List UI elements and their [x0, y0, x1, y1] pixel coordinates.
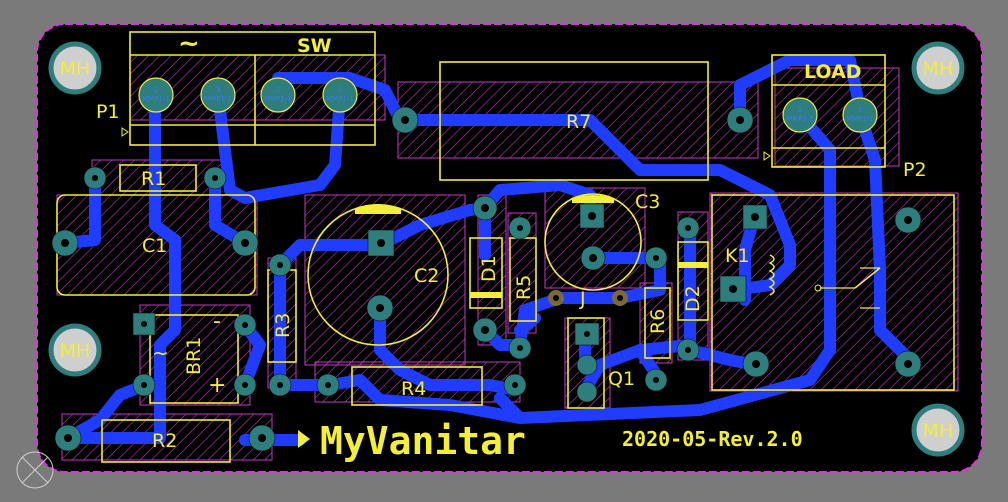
pad-number: 3: [216, 86, 220, 94]
mounting-hole: [48, 41, 102, 95]
round-pads: [51, 106, 922, 452]
pad-net: MMP1-1: [326, 95, 354, 103]
pad-net: MMP1-1: [846, 115, 874, 123]
pad-number: 2: [154, 86, 158, 94]
d1-label: D1: [478, 255, 500, 282]
pad-number: 1: [858, 106, 862, 114]
j-label: J: [579, 288, 586, 310]
br1-ac-label: ~: [152, 341, 169, 365]
reference-designators: P1 ~ SW LOAD P2 R1 R7 C1 C2 C3 K1 Q1 R4 …: [96, 29, 927, 452]
pad-net: MMP1-2: [264, 95, 292, 103]
mounting-hole: [48, 323, 102, 377]
origin-marker-icon: [16, 451, 54, 489]
terminal-pads: [138, 77, 878, 133]
square-pads: [132, 203, 768, 346]
r5-label: R5: [513, 275, 535, 300]
c1-label: C1: [142, 235, 167, 257]
r7-label: R7: [566, 111, 591, 133]
silkscreen-marks: [121, 127, 881, 448]
jumper-pads: [548, 290, 628, 306]
p1-ac-label: ~: [178, 29, 200, 59]
c2-label: C2: [414, 265, 439, 287]
p2-label: P2: [903, 159, 927, 181]
p1-sw-label: SW: [297, 35, 332, 57]
r3-label: R3: [272, 313, 294, 338]
r1-label: R1: [141, 168, 166, 190]
pad-net: MMP1-1: [786, 115, 814, 123]
board-name: MyVanitar: [320, 419, 526, 463]
c3-label: C3: [635, 191, 660, 213]
mh-label: MH: [60, 58, 91, 80]
r4-label: R4: [401, 378, 426, 400]
br1-label: BR1: [183, 337, 205, 375]
pad-labels: 2 MMP1-1 3 MMP1-2 2 MMP1-2 1 MMP1-1 2 MM…: [142, 86, 874, 123]
br1-minus-label: -: [213, 309, 221, 334]
mounting-holes: [48, 41, 965, 457]
pad-holes: [61, 116, 912, 442]
r2-label: R2: [152, 430, 177, 452]
mounting-hole: [911, 403, 965, 457]
square-pad-holes: [141, 212, 759, 337]
mh-label: MH: [60, 340, 91, 362]
q1-label: Q1: [608, 368, 635, 390]
pad-number: 2: [798, 106, 802, 114]
mh-label: MH: [923, 58, 954, 80]
d2-label: D2: [682, 285, 704, 312]
mounting-hole: [911, 41, 965, 95]
mounting-hole-labels: MH MH MH MH: [60, 58, 954, 442]
pad-number: 2: [276, 86, 280, 94]
pad-number: 1: [338, 86, 342, 94]
p1-label: P1: [96, 101, 120, 123]
k1-label: K1: [725, 245, 750, 267]
r6-label: R6: [647, 309, 669, 334]
pad-net: MMP1-1: [142, 95, 170, 103]
mh-label: MH: [923, 420, 954, 442]
silkscreen-outlines: [56, 31, 955, 463]
p2-load-label: LOAD: [804, 61, 862, 83]
br1-plus-label: +: [208, 373, 226, 398]
pad-net: MMP1-2: [204, 95, 232, 103]
board-revision: 2020-05-Rev.2.0: [622, 427, 803, 451]
